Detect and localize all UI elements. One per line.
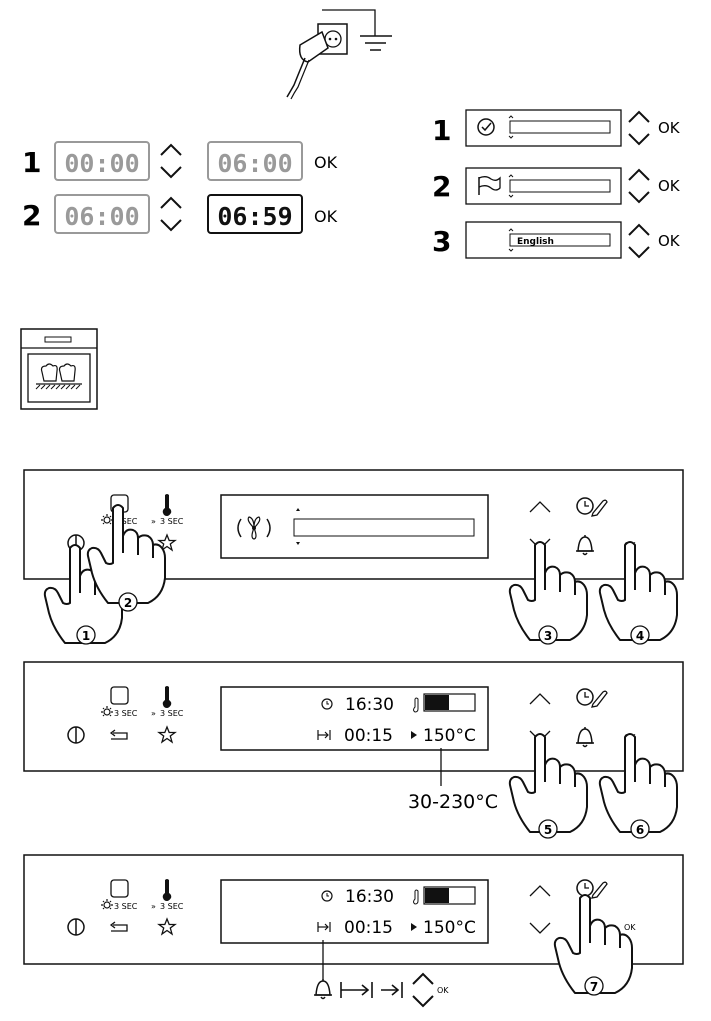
up-down-arrows-icon[interactable] bbox=[160, 197, 182, 231]
control-panel-2: 3 SEC » 3 SEC 16:30 00:15 150°C OK bbox=[23, 661, 684, 839]
ok-label: OK bbox=[658, 177, 681, 195]
display-duration: 00:15 bbox=[344, 918, 393, 938]
clock-display-value: 06:00 bbox=[217, 149, 292, 178]
temperature-range-label: 30-230°C bbox=[408, 791, 498, 813]
ok-button[interactable]: OK bbox=[624, 923, 636, 932]
temp-sec-label: 3 SEC bbox=[160, 709, 184, 718]
clock-display-value: 00:00 bbox=[64, 149, 139, 178]
step-number: 1 bbox=[432, 114, 451, 147]
plug-icon bbox=[298, 30, 329, 63]
bell-icon bbox=[313, 978, 333, 1000]
up-down-arrows-icon[interactable] bbox=[160, 144, 182, 178]
thermometer-small-icon bbox=[413, 697, 419, 713]
callout-number: 4 bbox=[636, 629, 644, 643]
oven-icon bbox=[20, 328, 98, 410]
ok-label: OK bbox=[437, 986, 449, 995]
display-temperature: 150°C bbox=[423, 918, 476, 938]
control-panel-1: 3 SEC » 3 SEC OK 1 bbox=[23, 469, 684, 645]
up-arrow-button[interactable] bbox=[529, 693, 551, 705]
up-arrow-button[interactable] bbox=[529, 501, 551, 513]
duration-icon bbox=[381, 982, 403, 998]
flag-icon bbox=[478, 176, 501, 195]
language-value: English bbox=[517, 237, 554, 247]
clock-display-box bbox=[54, 194, 150, 234]
callout-number: 2 bbox=[124, 596, 132, 610]
display-time: 16:30 bbox=[345, 887, 394, 907]
callout-number: 5 bbox=[544, 823, 552, 837]
display-time: 16:30 bbox=[345, 695, 394, 715]
light-sec-label: 3 SEC bbox=[114, 709, 138, 718]
temp-sec-label: 3 SEC bbox=[160, 517, 184, 526]
light-button[interactable] bbox=[110, 879, 129, 898]
up-down-arrows-icon[interactable] bbox=[628, 224, 650, 258]
ok-label: OK bbox=[658, 119, 681, 137]
step-number: 2 bbox=[22, 199, 41, 232]
svg-text:»: » bbox=[151, 902, 156, 911]
fan-icon bbox=[237, 516, 271, 540]
callout-number: 6 bbox=[636, 823, 644, 837]
up-down-arrows-icon bbox=[412, 973, 434, 1007]
display-temperature: 150°C bbox=[423, 726, 476, 746]
display-duration: 00:15 bbox=[344, 726, 393, 746]
step-number: 2 bbox=[432, 170, 451, 203]
up-down-arrows-icon[interactable] bbox=[628, 111, 650, 145]
svg-text:»: » bbox=[151, 709, 156, 718]
temp-sec-label: 3 SEC bbox=[160, 902, 184, 911]
light-button[interactable] bbox=[110, 686, 129, 705]
clock-small-icon bbox=[321, 698, 333, 710]
clock-display-box bbox=[207, 194, 303, 234]
ok-label: OK bbox=[314, 207, 338, 226]
clock-display-box bbox=[207, 141, 303, 181]
callout-number: 3 bbox=[544, 629, 552, 643]
check-circle-icon bbox=[477, 118, 495, 136]
svg-text:»: » bbox=[151, 517, 156, 526]
control-panel-3: 3 SEC » 3 SEC 16:30 00:15 150°C OK bbox=[23, 854, 684, 1007]
ok-label: OK bbox=[658, 232, 681, 250]
up-arrow-button[interactable] bbox=[529, 885, 551, 897]
down-arrow-button[interactable] bbox=[529, 922, 551, 934]
clock-display-value: 06:59 bbox=[217, 202, 292, 231]
clock-display-box bbox=[54, 141, 150, 181]
clock-small-icon bbox=[321, 890, 333, 902]
end-time-icon bbox=[340, 982, 373, 998]
thermometer-small-icon bbox=[413, 889, 419, 905]
duration-icon bbox=[317, 922, 331, 932]
clock-display-value: 06:00 bbox=[64, 202, 139, 231]
step-number: 3 bbox=[432, 225, 451, 258]
light-sec-label: 3 SEC bbox=[114, 902, 138, 911]
callout-number: 7 bbox=[590, 980, 598, 994]
up-down-arrows-icon[interactable] bbox=[628, 169, 650, 203]
callout-number: 1 bbox=[82, 629, 90, 643]
clock-setup: 1 00:00 06:00 OK 2 06:00 06:59 OK bbox=[22, 141, 338, 234]
ok-label: OK bbox=[314, 153, 338, 172]
plug-diagram bbox=[286, 9, 392, 100]
first-setup: 1 OK 2 OK 3 English OK bbox=[432, 109, 681, 259]
duration-icon bbox=[317, 730, 331, 740]
step-number: 1 bbox=[22, 146, 41, 179]
light-sec-label: 3 SEC bbox=[114, 517, 138, 526]
